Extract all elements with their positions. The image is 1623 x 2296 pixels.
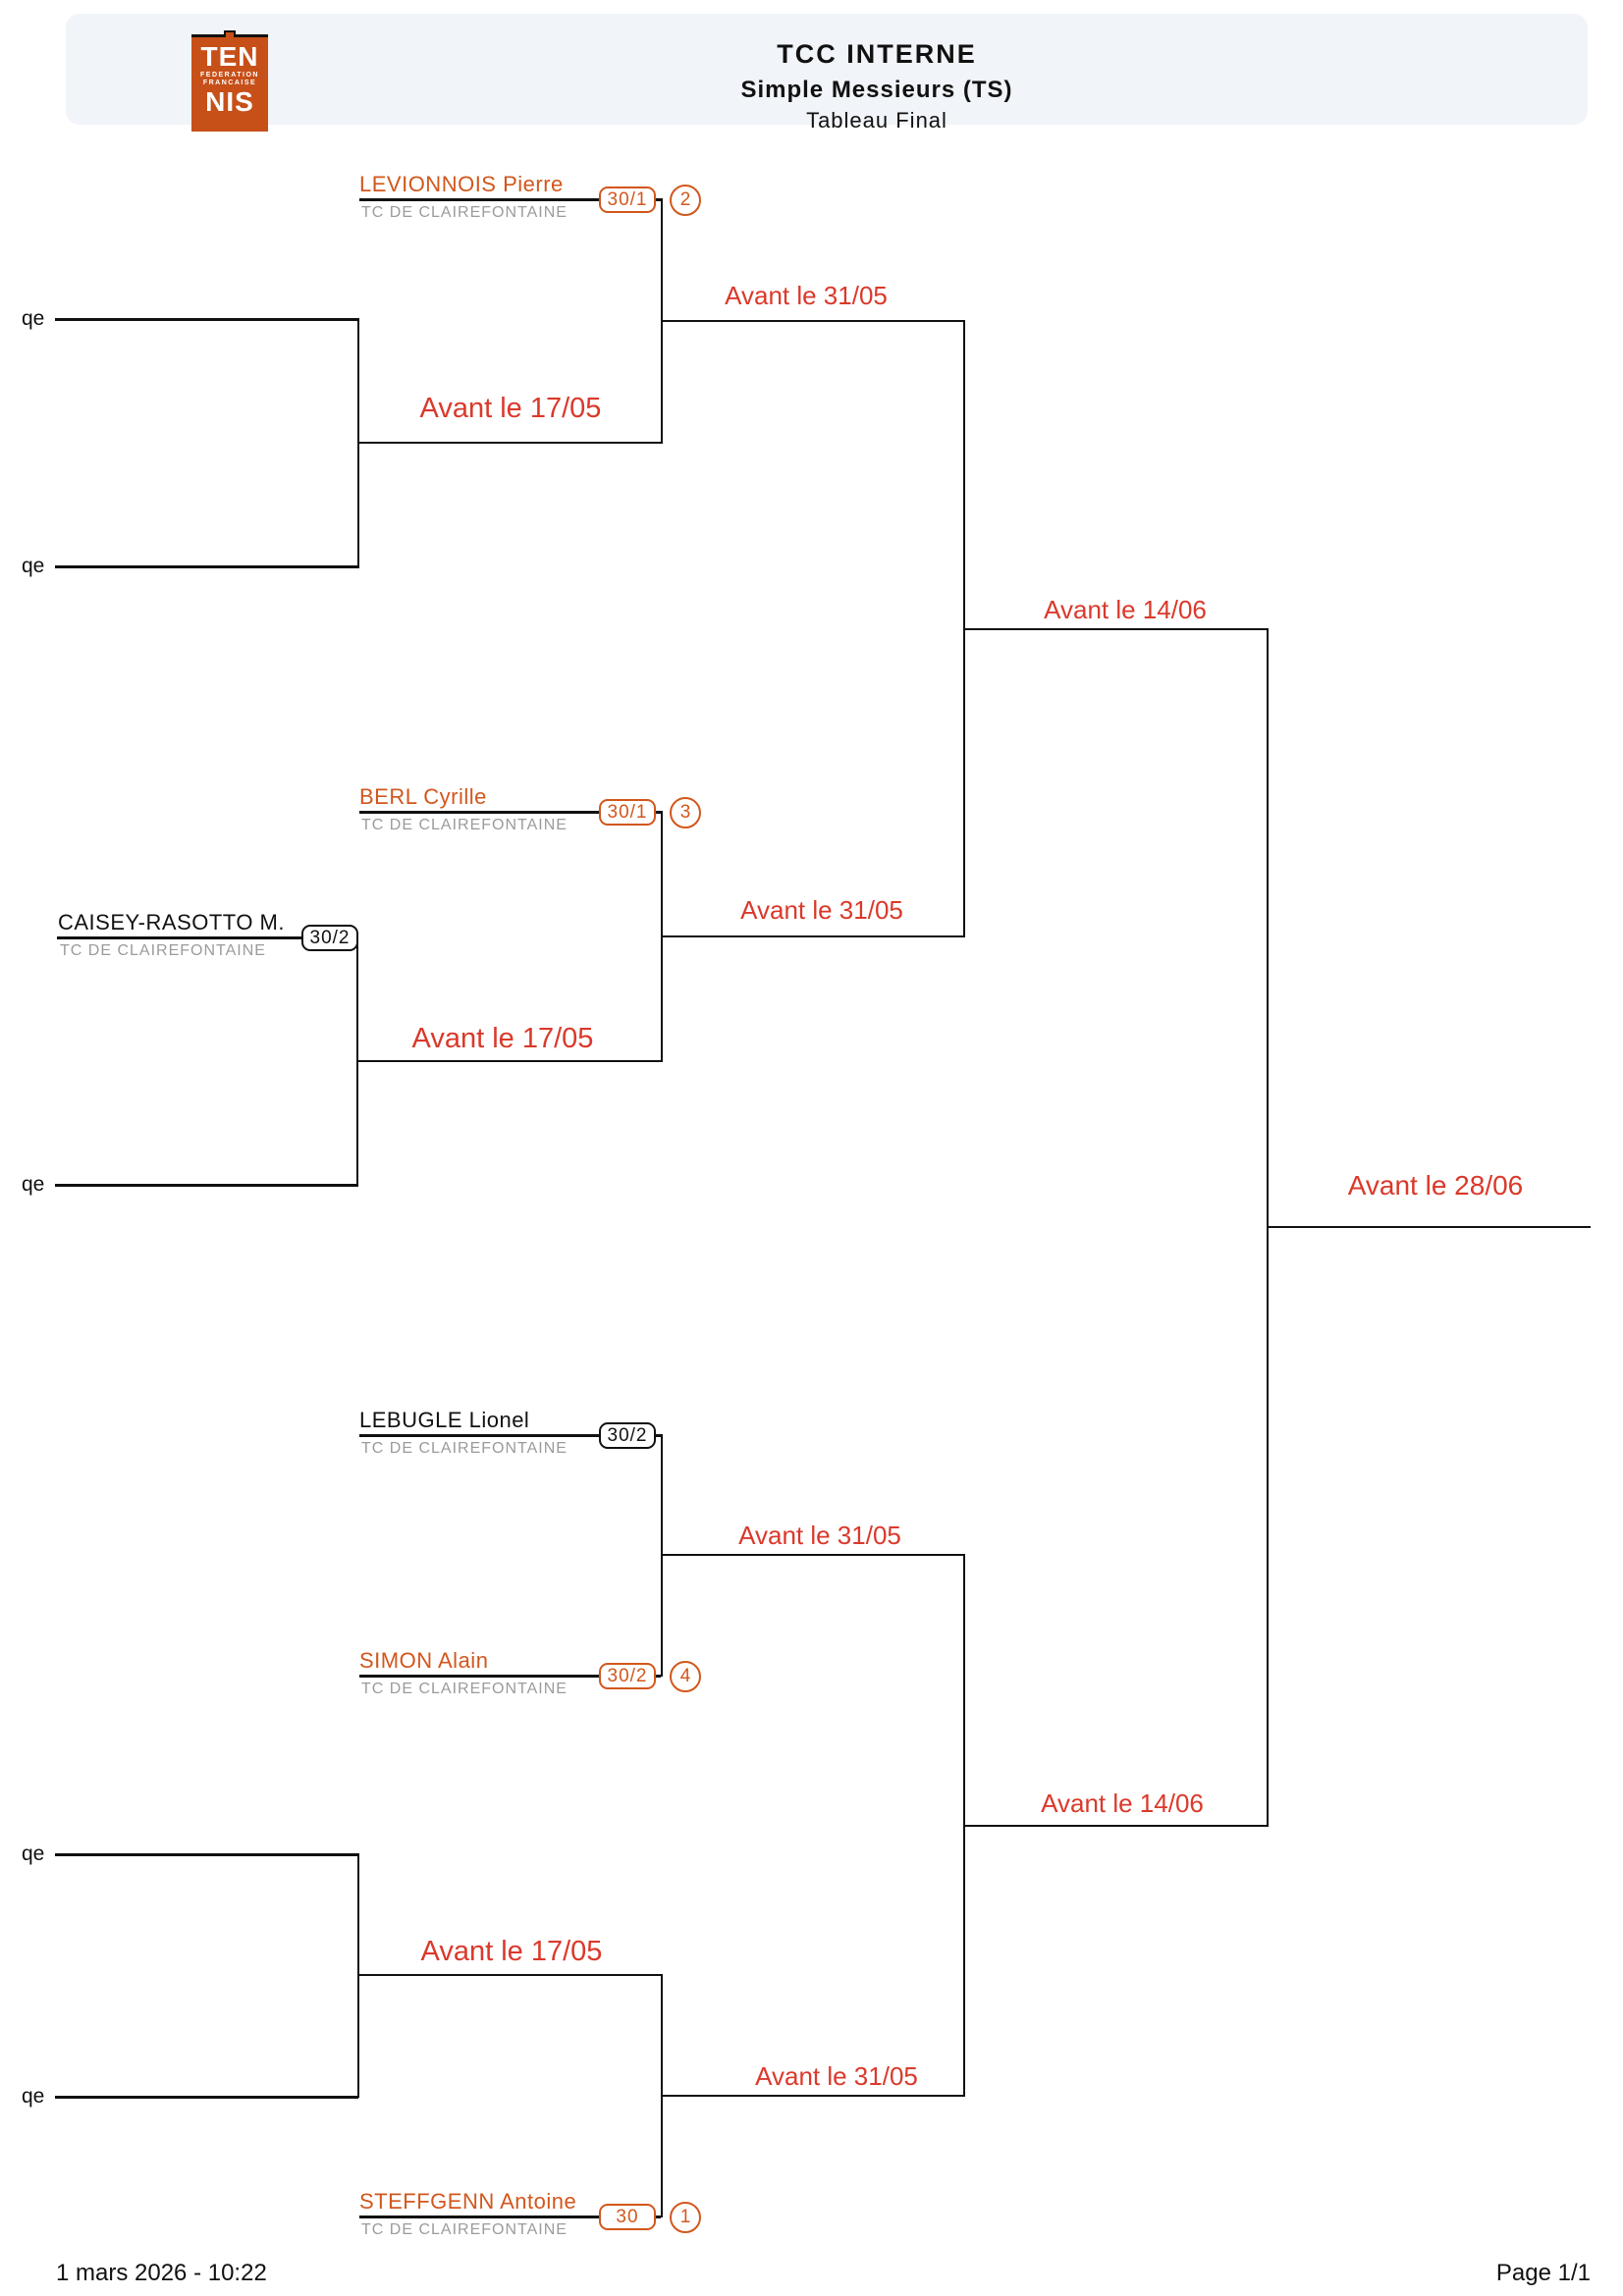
connector-lebugle-simon xyxy=(661,1434,663,1677)
player-club: TC DE CLAIREFONTAINE xyxy=(361,1681,568,1697)
logo-text-fra: FRANCAISE xyxy=(202,80,257,86)
page-number: Page 1/1 xyxy=(1495,2260,1591,2286)
player-club: TC DE CLAIREFONTAINE xyxy=(60,942,266,959)
player-name-berl: BERL Cyrille xyxy=(359,784,487,809)
deadline-final: Avant le 28/06 xyxy=(1347,1170,1524,1201)
connector-caisey-qe3 xyxy=(356,936,358,1186)
winner-line-round1-bottom xyxy=(358,1974,663,1976)
winner-line-round1-mid xyxy=(356,1060,663,1062)
ranking-badge-steffgenn: 30 xyxy=(599,2204,656,2230)
winner-line-sf1 xyxy=(963,628,1269,630)
deadline-qf2: Avant le 31/05 xyxy=(740,895,903,925)
generated-datetime: 1 mars 2026 - 10:22 xyxy=(56,2260,267,2286)
qualifier-label: qe xyxy=(22,2085,45,2108)
player-name-simon: SIMON Alain xyxy=(359,1648,489,1673)
winner-line-qf1 xyxy=(661,320,965,322)
player-name-levionnois: LEVIONNOIS Pierre xyxy=(359,172,564,196)
deadline-qf4: Avant le 31/05 xyxy=(755,2061,918,2091)
header-banner: TEN FEDERATION FRANCAISE NIS TCC INTERNE… xyxy=(66,14,1588,133)
deadline-sf2: Avant le 14/06 xyxy=(1041,1789,1204,1818)
bracket-line-berl xyxy=(359,811,661,814)
winner-line-final xyxy=(1267,1226,1591,1228)
logo-tab xyxy=(224,30,236,37)
seed-number-levionnois: 2 xyxy=(670,185,701,216)
seed-number-steffgenn: 1 xyxy=(670,2202,701,2233)
draw-name: Tableau Final xyxy=(806,108,947,133)
bracket-line-levionnois xyxy=(359,198,661,201)
qualifier-label: qe xyxy=(22,555,45,577)
connector-qf3-qf4 xyxy=(963,1554,965,2097)
bracket-line-qe4 xyxy=(55,1853,358,1856)
player-club: TC DE CLAIREFONTAINE xyxy=(361,1440,568,1457)
deadline-round1-mid: Avant le 17/05 xyxy=(411,1023,594,1054)
qualifier-label: qe xyxy=(22,1842,45,1865)
seed-number-simon: 4 xyxy=(670,1661,701,1692)
ranking-badge-caisey-rasotto: 30/2 xyxy=(301,925,358,951)
connector-qe1-qe2 xyxy=(357,318,359,568)
winner-line-qf4 xyxy=(661,2095,965,2097)
qualifier-label: qe xyxy=(22,307,45,330)
connector-winner-steffgenn xyxy=(661,1974,663,2217)
deadline-qf1: Avant le 31/05 xyxy=(725,281,888,310)
connector-qe4-qe5 xyxy=(357,1853,359,2098)
logo-text-ten: TEN xyxy=(200,41,259,72)
bracket-line-caisey xyxy=(57,936,358,939)
fft-tennis-logo: TEN FEDERATION FRANCAISE NIS xyxy=(191,30,268,132)
player-club: TC DE CLAIREFONTAINE xyxy=(361,817,568,833)
connector-sf1-sf2 xyxy=(1267,628,1269,1827)
deadline-round1-bottom: Avant le 17/05 xyxy=(420,1936,603,1967)
ranking-badge-berl: 30/1 xyxy=(599,799,656,826)
deadline-round1-top: Avant le 17/05 xyxy=(419,393,602,424)
ranking-badge-levionnois: 30/1 xyxy=(599,187,656,213)
player-name-steffgenn: STEFFGENN Antoine xyxy=(359,2189,577,2214)
player-club: TC DE CLAIREFONTAINE xyxy=(361,2221,568,2238)
logo-text-nis: NIS xyxy=(205,86,254,117)
deadline-qf3: Avant le 31/05 xyxy=(738,1521,901,1550)
winner-line-sf2 xyxy=(963,1825,1269,1827)
bracket-line-lebugle xyxy=(359,1434,661,1437)
connector-levionnois-qualifier xyxy=(661,198,663,444)
winner-line-qf2 xyxy=(661,935,965,937)
qualifier-label: qe xyxy=(22,1173,45,1196)
bracket-line-steffgenn xyxy=(359,2216,661,2218)
ranking-badge-simon: 30/2 xyxy=(599,1663,656,1689)
logo-text-fed: FEDERATION xyxy=(200,72,259,79)
bracket-line-qe2 xyxy=(55,565,358,568)
winner-line-qf3 xyxy=(661,1554,965,1556)
connector-qf1-qf2 xyxy=(963,320,965,937)
player-club: TC DE CLAIREFONTAINE xyxy=(361,204,568,221)
player-name-lebugle: LEBUGLE Lionel xyxy=(359,1408,530,1432)
seed-number-berl: 3 xyxy=(670,797,701,828)
connector-berl-winner xyxy=(661,811,663,1062)
event-subtitle: Simple Messieurs (TS) xyxy=(740,77,1013,103)
player-name-caisey-rasotto: CAISEY-RASOTTO M. xyxy=(58,910,285,934)
deadline-sf1: Avant le 14/06 xyxy=(1044,595,1207,624)
bracket-line-simon xyxy=(359,1675,661,1678)
winner-line-round1-top xyxy=(358,442,663,444)
tournament-title: TCC INTERNE xyxy=(777,39,977,69)
bracket-line-qe3 xyxy=(55,1184,358,1187)
bracket-line-qe5 xyxy=(55,2096,358,2099)
bracket-line-qe1 xyxy=(55,318,358,321)
ranking-badge-lebugle: 30/2 xyxy=(599,1422,656,1449)
